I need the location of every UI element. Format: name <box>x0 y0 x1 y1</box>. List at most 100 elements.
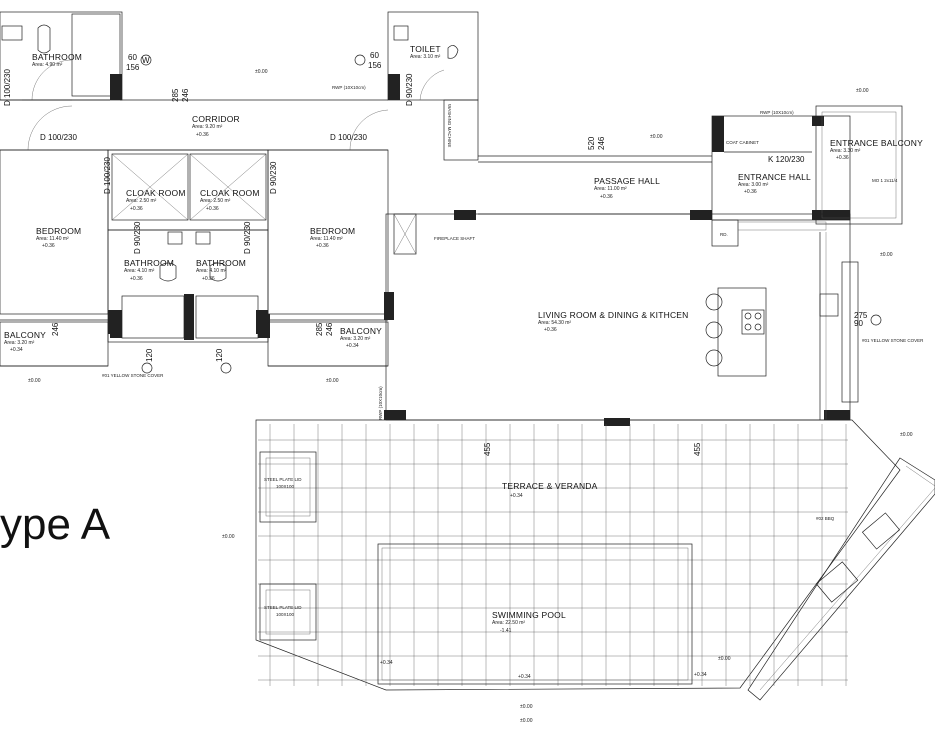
living-level: +0.36 <box>544 327 557 333</box>
terrace-dim-455-b: 455 <box>693 442 702 456</box>
cloak1-name: CLOAK ROOM <box>126 188 186 198</box>
steel-plate-lid-2-size: 100X100 <box>276 612 295 617</box>
washing-machine-note: WASHING MACHINE <box>447 104 452 147</box>
rd-label: RD. <box>720 232 728 237</box>
balcony2-area: Area: 3.20 m² <box>340 336 371 342</box>
bathroom-top-area: Area: 4.90 m² <box>32 62 63 68</box>
pool-edge-level-right: +0.34 <box>694 672 707 678</box>
door-label-bedroom1: D 100/230 <box>40 133 77 142</box>
bedroom1-level: +0.36 <box>42 243 55 249</box>
terrace-veranda <box>255 419 901 691</box>
bedroom2-level: +0.36 <box>316 243 329 249</box>
entrance-balcony-level: +0.36 <box>836 155 849 161</box>
bedroom2-name: BEDROOM <box>310 226 355 236</box>
bath2-area: Area: 4.10 m² <box>196 268 227 274</box>
window-tag-label: W <box>142 56 150 65</box>
entrance-hall-level: +0.36 <box>744 189 757 195</box>
bathroom-top-window-w: 60 <box>128 53 137 62</box>
cloak1-level: +0.36 <box>130 206 143 212</box>
corridor-level: +0.36 <box>196 132 209 138</box>
balcony2-ext-level: ±0.00 <box>326 378 339 384</box>
cloak1-area: Area: 2.50 m² <box>126 198 157 204</box>
toilet-area: Area: 3.10 m² <box>410 54 441 60</box>
rwp-note-entrance: RWP (10X10cm) <box>760 110 794 115</box>
steel-plate-lid-1-size: 100X100 <box>276 484 295 489</box>
balcony2-level: +0.34 <box>346 343 359 349</box>
bedroom1-area: Area: 11.40 m² <box>36 236 69 242</box>
living-ext-level: ±0.00 <box>880 252 893 258</box>
living-name: LIVING ROOM & DINING & KITHCEN <box>538 310 689 320</box>
window-tag-icon <box>140 54 152 66</box>
corridor-level-top: ±0.00 <box>255 69 268 75</box>
entrance-hall-area: Area: 3.00 m² <box>738 182 769 188</box>
stone-cover-note-left: #01 YELLOW STONE COVER <box>102 373 164 378</box>
toilet-name: TOILET <box>410 44 441 54</box>
window-tag-icon <box>141 362 153 374</box>
corridor-dim-246: 246 <box>181 88 190 102</box>
balcony2-name: BALCONY <box>340 326 382 336</box>
balcony1-dim-246: 246 <box>51 322 60 336</box>
toilet-window-h: 156 <box>368 61 382 70</box>
rwp-note-living: RWP (10X10cm) <box>378 386 383 420</box>
window-tag-icon <box>870 314 882 326</box>
balcony2-dim-246: 246 <box>325 322 334 336</box>
door-label-toilet: D 90/230 <box>405 73 414 106</box>
toilet-block <box>387 11 479 161</box>
terrace-dim-455-a: 455 <box>483 442 492 456</box>
window-tag-icon <box>220 362 232 374</box>
terrace-ext-level-right: ±0.00 <box>900 432 913 438</box>
window-tag-icon <box>354 54 366 66</box>
door-label-cloak-right: D 90/230 <box>269 161 278 194</box>
living-area: Area: 54.30 m² <box>538 320 571 326</box>
pool-edge-level-mid: +0.34 <box>518 674 531 680</box>
passage-name: PASSAGE HALL <box>594 176 660 186</box>
bath1-name: BATHROOM <box>124 258 174 268</box>
entrance-balcony-name: ENTRANCE BALCONY <box>830 138 923 148</box>
terrace-name: TERRACE & VERANDA <box>502 481 598 491</box>
stone-cover-note-right: #01 YELLOW STONE COVER <box>862 338 924 343</box>
passage-level: +0.36 <box>600 194 613 200</box>
pool-bottom-level-1: ±0.00 <box>520 704 533 710</box>
kitchen-window-w: 275 <box>854 311 868 320</box>
bedrooms <box>0 149 389 338</box>
bath2-level: +0.36 <box>202 276 215 282</box>
coat-cabinet-label: COAT CABINET <box>726 140 759 145</box>
entrance-area <box>711 105 903 247</box>
pool-bottom-level-2: ±0.00 <box>520 718 533 724</box>
entrance-balcony-area: Area: 3.30 m² <box>830 148 861 154</box>
bedroom1-name: BEDROOM <box>36 226 81 236</box>
cloak2-name: CLOAK ROOM <box>200 188 260 198</box>
living-room <box>384 213 859 426</box>
door-label-top-left: D 100/230 <box>3 69 12 106</box>
passage-dim-520: 520 <box>587 136 596 150</box>
door-label-entrance: K 120/230 <box>768 155 805 164</box>
corridor-dim-285: 285 <box>171 88 180 102</box>
rwp-note-top: RWP (10X10cm) <box>332 85 366 90</box>
entrance-ext-level: ±0.00 <box>856 88 869 94</box>
kitchen-window-h: 90 <box>854 319 863 328</box>
pool-edge-level-left: +0.34 <box>380 660 393 666</box>
corridor-area: Area: 9.20 m² <box>192 124 223 130</box>
pool-ext-level: ±0.00 <box>718 656 731 662</box>
door-label-cloak-left: D 100/230 <box>103 157 112 194</box>
balcony1-area: Area: 3.20 m² <box>4 340 35 346</box>
bath1-window-dim: 120 <box>145 348 154 362</box>
mo-note: MO 1 2x11/4 <box>872 178 898 183</box>
door-label-bath1: D 90/230 <box>133 221 142 254</box>
passage-ext-level: ±0.00 <box>650 134 663 140</box>
pool-level: -1.41 <box>500 628 512 634</box>
passage-hall <box>454 155 712 220</box>
passage-area: Area: 11.00 m² <box>594 186 627 192</box>
door-label-bedroom2: D 100/230 <box>330 133 367 142</box>
corridor-name: CORRIDOR <box>192 114 240 124</box>
bbq-note: #02 BBQ <box>816 516 835 521</box>
terrace-ext-level-left: ±0.00 <box>222 534 235 540</box>
bath2-window-dim: 120 <box>215 348 224 362</box>
bathroom-top-name: BATHROOM <box>32 52 82 62</box>
bbq-counter <box>747 457 935 701</box>
steel-plate-lid-2: STEEL PLATE LID <box>264 605 302 610</box>
bath1-area: Area: 4.10 m² <box>124 268 155 274</box>
steel-plate-lid-1: STEEL PLATE LID <box>264 477 302 482</box>
